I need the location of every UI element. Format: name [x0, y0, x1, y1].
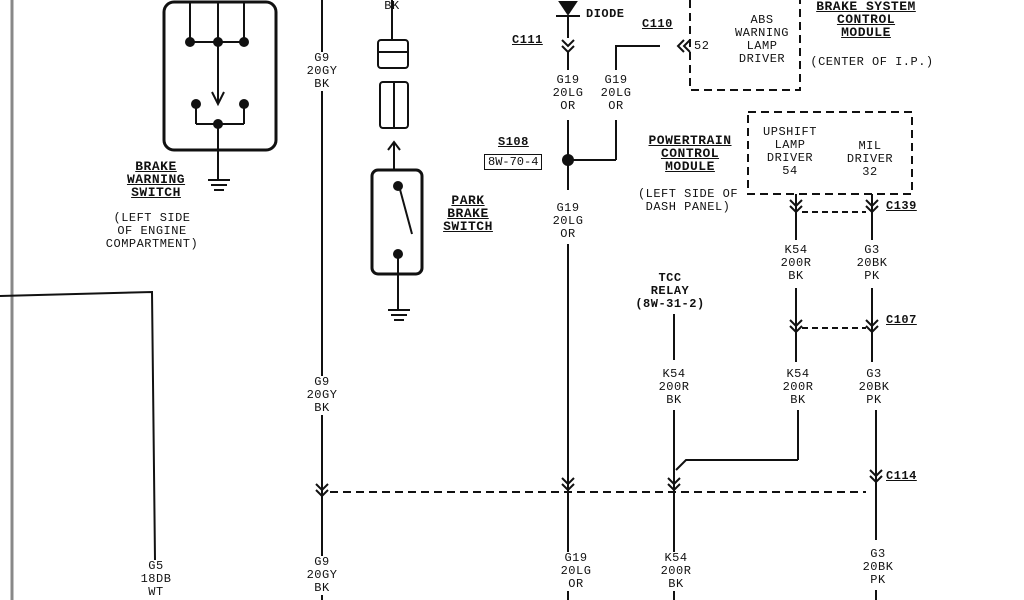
brake-system-module-location: (CENTER OF I.P.)	[810, 55, 934, 69]
abs-pin: 52	[694, 39, 710, 53]
splice-s108: S108	[498, 135, 529, 149]
connector-c107: C107	[886, 313, 917, 327]
connector-c139: C139	[886, 199, 917, 213]
park-brake-top-label: BK	[384, 0, 400, 13]
connector-c114: C114	[886, 469, 917, 483]
connector-c110: C110	[642, 17, 673, 31]
connector-c111: C111	[512, 33, 543, 47]
diode-label: DIODE	[586, 7, 625, 21]
splice-ref: 8W-70-4	[484, 154, 543, 170]
